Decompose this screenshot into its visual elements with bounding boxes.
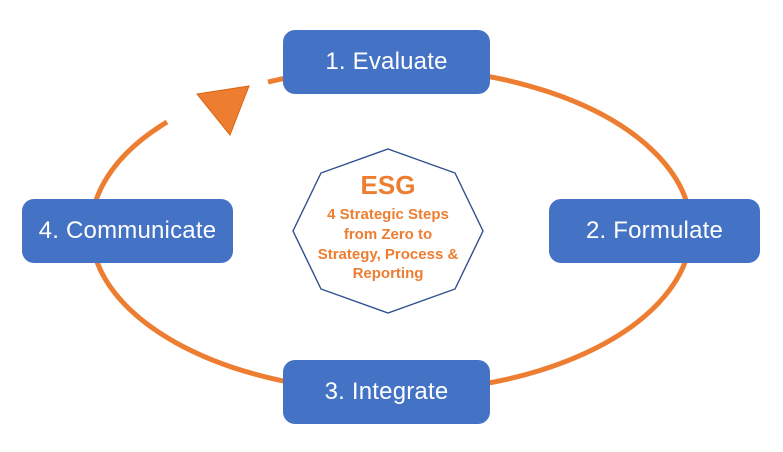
- step-label-evaluate: 1. Evaluate: [325, 48, 448, 75]
- cycle-arc: [88, 65, 694, 395]
- center-subtitle-line: 4 Strategic Steps: [327, 206, 449, 223]
- step-label-integrate: 3. Integrate: [324, 378, 449, 405]
- step-box-formulate: 2. Formulate: [549, 199, 760, 263]
- step-label-communicate: 4. Communicate: [38, 217, 217, 244]
- center-subtitle-line: Reporting: [352, 265, 424, 283]
- center-heading: ESG: [360, 170, 416, 200]
- step-box-communicate: 4. Communicate: [22, 199, 233, 263]
- center-subtitle-line: from Zero to: [343, 225, 433, 243]
- center-octagon: [292, 148, 484, 314]
- step-box-evaluate: 1. Evaluate: [283, 30, 490, 94]
- cycle-arrowhead-icon: [196, 85, 250, 136]
- step-label-formulate: 2. Formulate: [585, 217, 724, 244]
- center-text-block: ESG 4 Strategic Steps from Zero to Strat…: [293, 170, 483, 284]
- step-box-integrate: 3. Integrate: [283, 360, 490, 424]
- center-subtitle-line: Strategy, Process &: [317, 245, 459, 263]
